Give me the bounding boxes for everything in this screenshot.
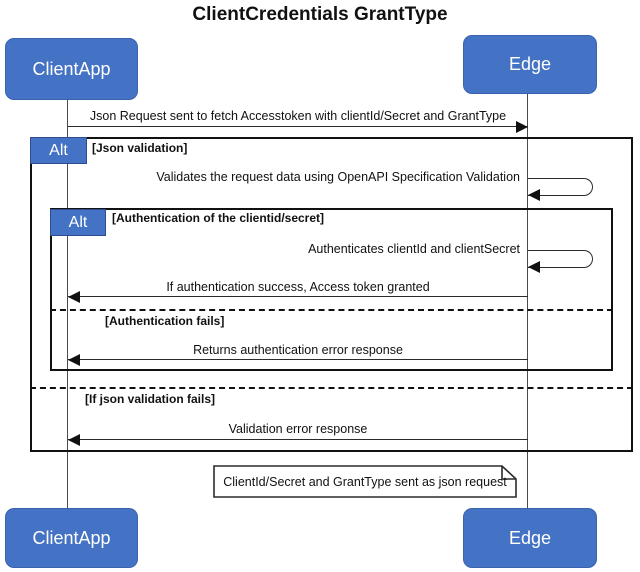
diagram-title: ClientCredentials GrantType [192, 4, 448, 25]
self-loop-authenticate-arrowhead-icon [528, 261, 540, 273]
alt-frame-outer-else-guard: [If json validation fails] [85, 392, 216, 406]
message-authenticate-label: Authenticates clientId and clientSecret [308, 242, 520, 256]
alt-frame-outer [30, 137, 633, 452]
message-auth-error-arrowhead-icon [68, 354, 80, 366]
self-loop-validate-arrowhead-icon [528, 189, 540, 201]
actor-edge-top: Edge [463, 35, 597, 94]
actor-clientapp-top: ClientApp [5, 38, 138, 100]
message-validate-label: Validates the request data using OpenAPI… [156, 170, 520, 184]
message-validation-error-label: Validation error response [228, 422, 368, 436]
message-auth-success-label: If authentication success, Access token … [166, 280, 430, 294]
actor-label: Edge [508, 54, 552, 74]
actor-edge-bottom: Edge [463, 508, 597, 568]
actor-clientapp-bottom: ClientApp [5, 508, 138, 568]
message-auth-success-line [68, 296, 528, 297]
lifeline-edge [527, 94, 528, 508]
message-request-label: Json Request sent to fetch Accesstoken w… [89, 109, 507, 123]
actor-label: Edge [508, 527, 552, 548]
note-text: ClientId/Secret and GrantType sent as js… [223, 474, 507, 489]
alt-operator-label: Alt [68, 213, 88, 231]
actor-label: ClientApp [32, 58, 111, 79]
message-validation-error-arrowhead-icon [68, 434, 80, 446]
alt-frame-inner-tab: Alt [50, 209, 106, 236]
note-shape-icon [213, 465, 517, 498]
message-request-arrowhead-icon [516, 121, 528, 133]
alt-frame-inner [50, 208, 613, 371]
alt-frame-inner-divider [50, 309, 613, 311]
alt-frame-inner-guard: [Authentication of the clientid/secret] [112, 211, 325, 225]
alt-frame-inner-else-guard: [Authentication fails] [105, 314, 225, 328]
self-loop-authenticate [528, 250, 593, 268]
message-auth-success-arrowhead-icon [68, 291, 80, 303]
note: ClientId/Secret and GrantType sent as js… [213, 465, 517, 498]
self-loop-validate [528, 178, 593, 196]
actor-label: ClientApp [32, 527, 111, 548]
message-auth-error-label: Returns authentication error response [193, 343, 403, 357]
message-validation-error-line [68, 439, 528, 440]
lifeline-clientapp [67, 100, 68, 508]
alt-operator-label: Alt [49, 141, 68, 159]
alt-frame-outer-tab: Alt [30, 137, 87, 164]
alt-frame-outer-divider [30, 387, 633, 389]
message-request-line [68, 126, 528, 127]
message-auth-error-line [68, 359, 528, 360]
alt-frame-outer-guard: [Json validation] [92, 141, 188, 155]
